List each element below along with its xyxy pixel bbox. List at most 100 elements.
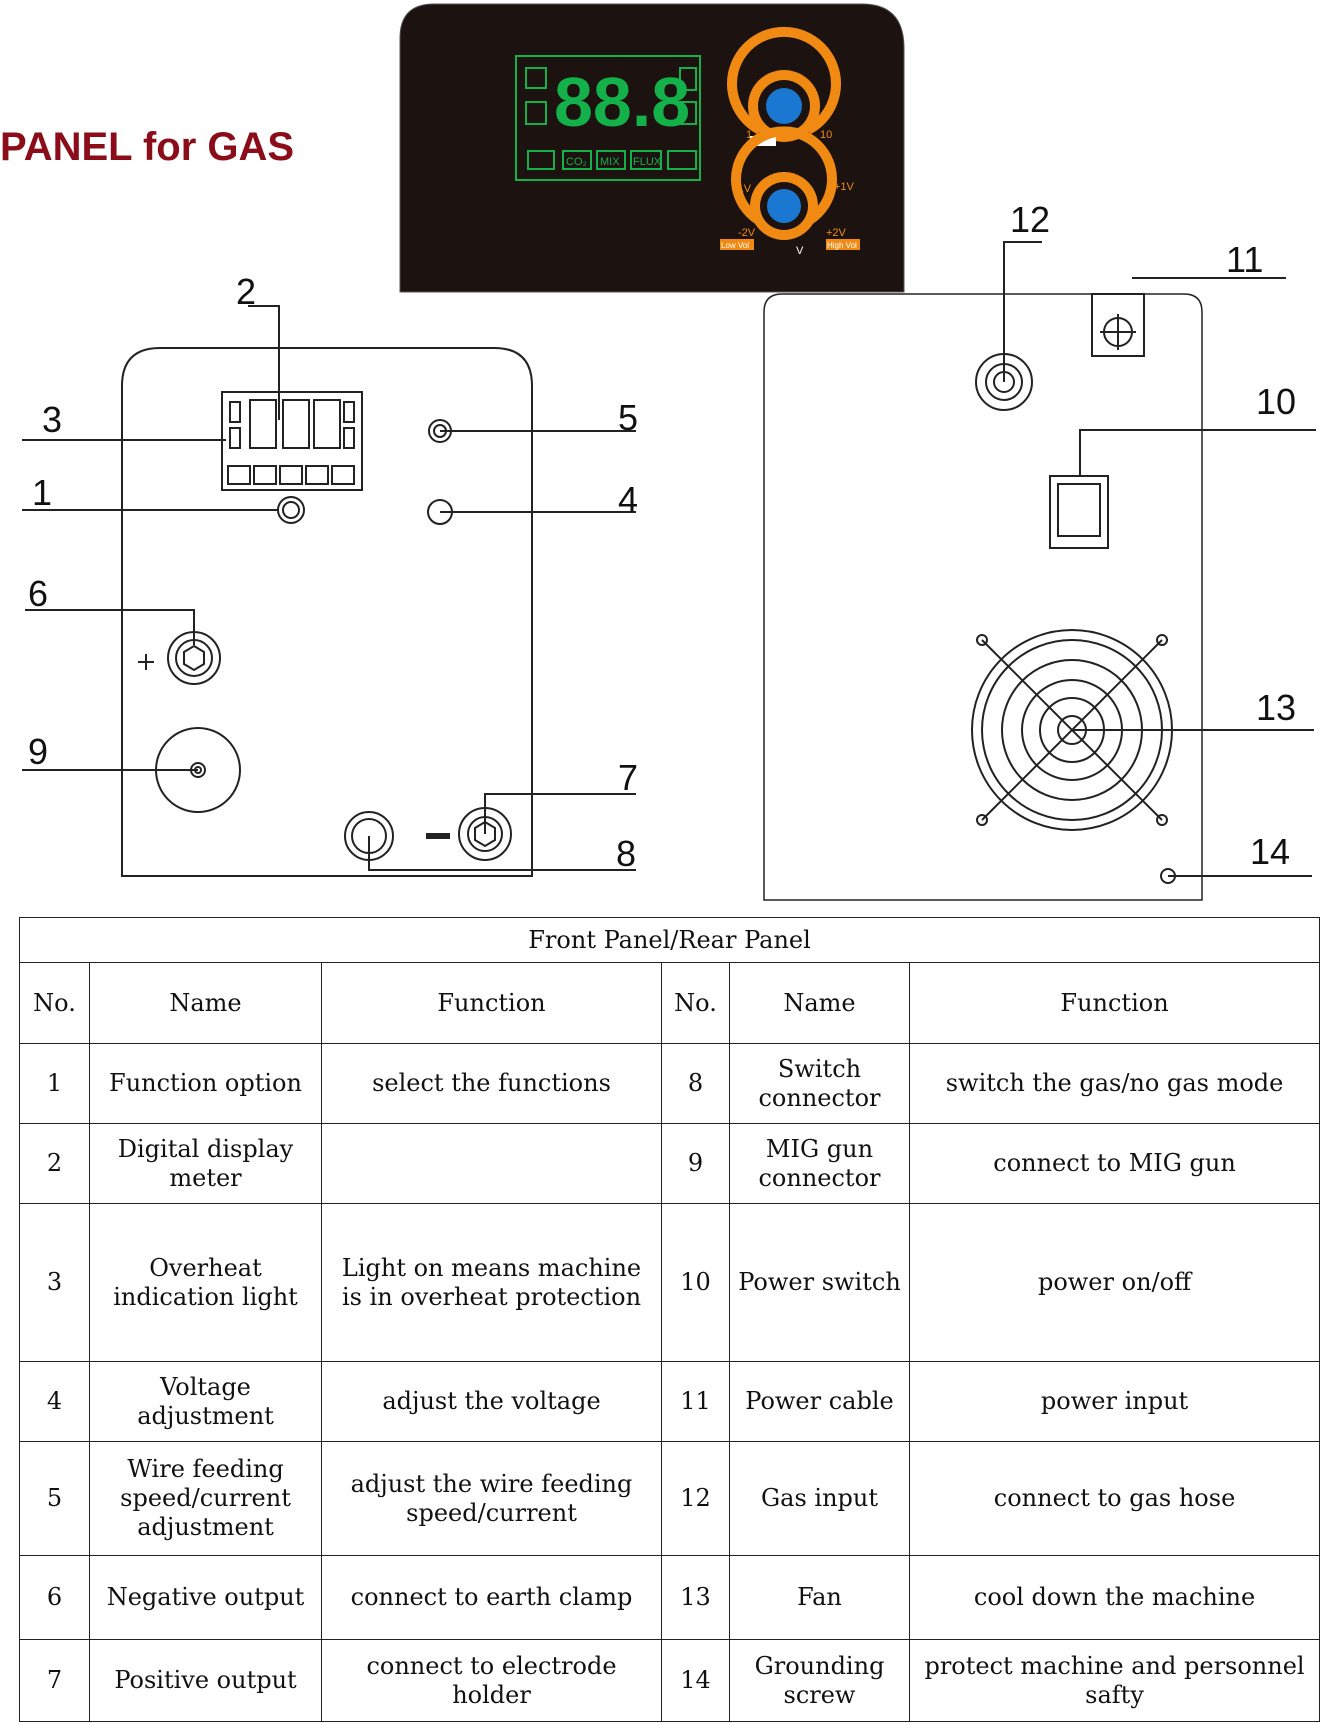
table-cell-name-l: Positive output [89, 1639, 322, 1722]
table-cell-no-l: 2 [19, 1123, 90, 1204]
table-cell-func-r: cool down the machine [908, 1555, 1321, 1640]
svg-text:V: V [796, 245, 804, 257]
table-cell-name-l: Voltage adjustment [89, 1361, 322, 1442]
callout-13: 13 [1256, 687, 1296, 728]
spec-table: Front Panel/Rear Panel No. Name Function… [18, 917, 1321, 1722]
table-cell-no-r: 14 [661, 1639, 730, 1722]
table-cell-func-r: switch the gas/no gas mode [908, 1043, 1321, 1124]
table-cell-no-l: 6 [19, 1555, 90, 1640]
table-cell-no-l: 7 [19, 1639, 90, 1722]
header-no-right: No. [661, 962, 730, 1044]
inductance-icon [667, 150, 697, 170]
lcd-digits: 88.8 [554, 63, 690, 141]
table-cell-no-r: 8 [661, 1043, 730, 1124]
table-cell-name-l: Overheat indication light [89, 1203, 322, 1362]
table-cell-name-r: MIG gun connector [729, 1123, 910, 1204]
panel-diagram: PANEL for GAS 88.8 CO₂ MIX FLUX 1 10 [0, 3, 1316, 901]
header-function-right: Function [908, 962, 1321, 1044]
table-cell-no-l: 4 [19, 1361, 90, 1442]
front-panel-drawing [22, 305, 636, 877]
callout-3: 3 [42, 399, 62, 440]
mode-co2: CO₂ [566, 156, 587, 168]
table-cell-name-r: Fan [729, 1555, 910, 1640]
table-cell-func-l: connect to electrode holder [321, 1639, 662, 1722]
callout-7: 7 [618, 757, 638, 798]
power-icon [525, 67, 547, 89]
header-no-left: No. [19, 962, 90, 1044]
svg-text:-2V: -2V [738, 227, 756, 239]
callout-labels: 1 2 3 4 5 6 7 8 9 10 11 12 13 14 [28, 199, 1296, 874]
svg-text:+2V: +2V [826, 227, 847, 239]
page-title: PANEL for GAS [0, 125, 294, 169]
callout-4: 4 [618, 479, 638, 520]
wire-4t-icon [679, 101, 697, 125]
table-cell-no-r: 12 [661, 1441, 730, 1556]
table-cell-name-l: Digital display meter [89, 1123, 322, 1204]
table-cell-name-l: Wire feeding speed/current adjustment [89, 1441, 322, 1556]
callout-10: 10 [1256, 381, 1296, 422]
table-cell-func-r: connect to MIG gun [908, 1123, 1321, 1204]
callout-1: 1 [32, 472, 52, 513]
callout-8: 8 [616, 833, 636, 874]
function-option-button[interactable] [277, 496, 305, 524]
power-cable-entry [1091, 293, 1145, 357]
table-cell-no-l: 3 [19, 1203, 90, 1362]
table-caption: Front Panel/Rear Panel [18, 917, 1321, 963]
rear-panel-drawing [763, 241, 1316, 901]
callout-9: 9 [28, 731, 48, 772]
header-name-right: Name [729, 962, 910, 1044]
svg-text:High Vol: High Vol [827, 241, 857, 250]
table-cell-name-l: Function option [89, 1043, 322, 1124]
table-cell-func-l: adjust the wire feeding speed/current [321, 1441, 662, 1556]
header-function-left: Function [321, 962, 662, 1044]
callout-2: 2 [236, 271, 256, 312]
table-cell-no-l: 1 [19, 1043, 90, 1124]
table-cell-func-r: power input [908, 1361, 1321, 1442]
table-cell-func-l: select the functions [321, 1043, 662, 1124]
table-cell-name-l: Negative output [89, 1555, 322, 1640]
table-cell-no-r: 10 [661, 1203, 730, 1362]
table-cell-name-r: Switch connector [729, 1043, 910, 1124]
thermometer-icon [525, 101, 547, 125]
table-cell-name-r: Power switch [729, 1203, 910, 1362]
header-name-left: Name [89, 962, 322, 1044]
table-cell-func-l: adjust the voltage [321, 1361, 662, 1442]
table-cell-func-l [321, 1123, 662, 1204]
mode-flux: FLUX [633, 156, 662, 168]
svg-text:Low Vol: Low Vol [721, 241, 749, 250]
table-cell-no-r: 13 [661, 1555, 730, 1640]
table-cell-name-r: Grounding screw [729, 1639, 910, 1722]
table-cell-func-l: Light on means machine is in overheat pr… [321, 1203, 662, 1362]
table-cell-func-r: connect to gas hose [908, 1441, 1321, 1556]
spool-icon [527, 150, 555, 170]
table-cell-name-r: Power cable [729, 1361, 910, 1442]
callout-12: 12 [1010, 199, 1050, 240]
table-cell-name-r: Gas input [729, 1441, 910, 1556]
table-cell-func-r: protect machine and personnel safty [908, 1639, 1321, 1722]
callout-6: 6 [28, 573, 48, 614]
control-panel-closeup: 88.8 CO₂ MIX FLUX 1 10 -1V +1V -2V [399, 3, 905, 293]
mode-mix: MIX [600, 156, 620, 168]
svg-text:1: 1 [746, 129, 752, 141]
callout-5: 5 [618, 397, 638, 438]
callout-14: 14 [1250, 831, 1290, 872]
svg-text:+1V: +1V [834, 181, 855, 193]
wire-2t-icon [679, 67, 697, 91]
table-cell-no-l: 5 [19, 1441, 90, 1556]
svg-text:10: 10 [820, 129, 832, 141]
callout-11: 11 [1226, 239, 1263, 280]
table-cell-func-r: power on/off [908, 1203, 1321, 1362]
voltage-knob[interactable]: -1V +1V -2V +2V Low Vol High Vol V [720, 126, 860, 257]
plus-symbol [138, 654, 154, 670]
table-cell-func-l: connect to earth clamp [321, 1555, 662, 1640]
table-cell-no-r: 11 [661, 1361, 730, 1442]
table-cell-no-r: 9 [661, 1123, 730, 1204]
svg-text:-1V: -1V [734, 183, 752, 195]
